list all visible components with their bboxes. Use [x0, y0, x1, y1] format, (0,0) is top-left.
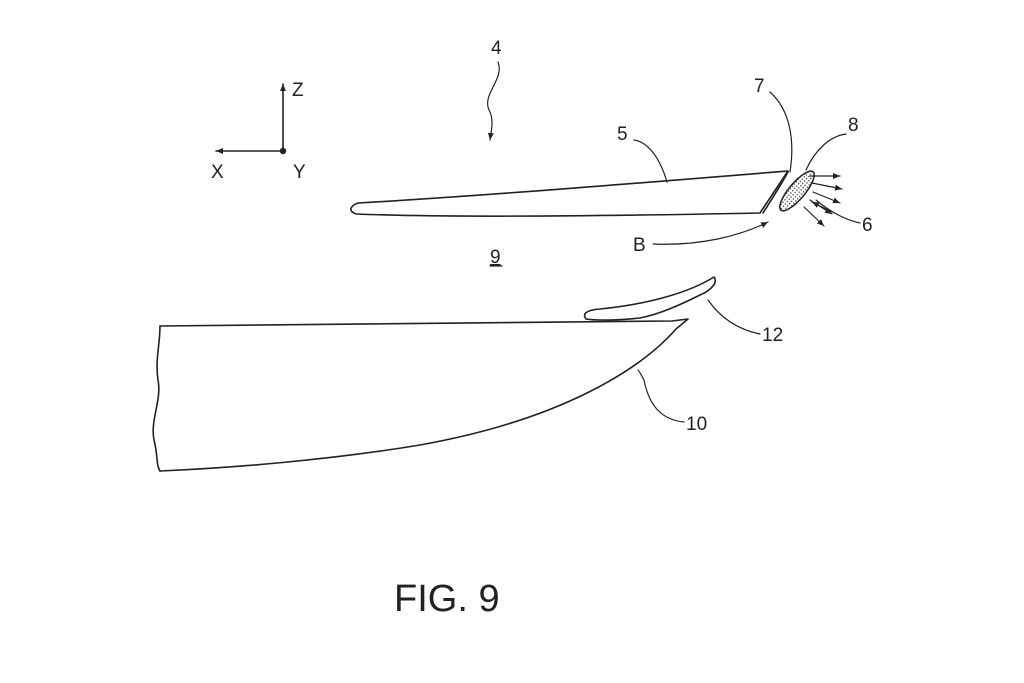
edge-leader: [769, 91, 793, 173]
upper-wing-profile: [350, 170, 789, 217]
lower-body-break-line: [152, 325, 161, 472]
flow-b-arrow: [652, 221, 769, 245]
assembly-reference: 4: [487, 38, 502, 141]
jet-label: 8: [848, 115, 859, 136]
assembly-label: 4: [491, 38, 502, 59]
flow-arrow: [811, 182, 843, 191]
flap-leader: [707, 299, 761, 335]
lower-body-leader: [637, 369, 685, 423]
figure-caption: FIG. 9: [394, 578, 500, 620]
edge-label: 7: [754, 76, 765, 97]
flow-arrow: [811, 201, 833, 213]
upper-wing-leader: [633, 139, 668, 183]
flow-arrow: [803, 206, 825, 227]
nozzle-label: 6: [862, 215, 873, 236]
flap-profile: [583, 276, 716, 321]
jet-flow-arrows: [803, 173, 843, 227]
upper-wing-label: 5: [617, 124, 628, 145]
jet-leader: [805, 133, 847, 171]
assembly-leader-arrow: [487, 61, 500, 141]
flap-label: 12: [762, 325, 783, 346]
lower-body-label: 10: [686, 414, 707, 435]
x-axis-label: X: [211, 162, 224, 183]
z-axis-label: Z: [292, 80, 304, 101]
axis-indicator: Z X Y: [211, 80, 306, 183]
y-axis-label: Y: [293, 162, 306, 183]
flow-label: B: [633, 235, 646, 256]
nozzle-jet-shape: [779, 170, 815, 212]
nozzle-leader: [815, 199, 861, 224]
flow-arrow: [812, 191, 841, 204]
gap-label: 9: [490, 247, 501, 268]
lower-body-profile: [159, 318, 689, 472]
trailing-edge-line: [762, 171, 789, 214]
y-axis-dot: [279, 147, 287, 155]
